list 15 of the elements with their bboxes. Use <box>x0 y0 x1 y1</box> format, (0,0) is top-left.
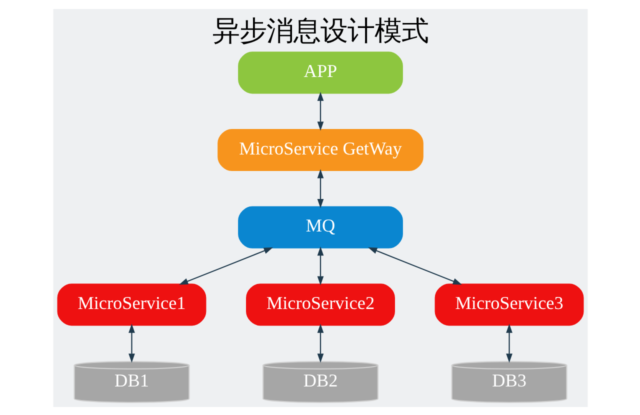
node-box: MicroService2 <box>246 283 394 326</box>
arrow <box>368 246 462 284</box>
arrow <box>128 323 134 362</box>
arrow <box>316 91 324 130</box>
arrow <box>178 246 272 284</box>
node-box: MQ <box>238 206 402 248</box>
node-box: MicroService1 <box>56 283 206 326</box>
arrow <box>506 323 512 362</box>
arrow <box>316 246 324 285</box>
arrow <box>316 168 324 208</box>
diagram-title: 异步消息设计模式 <box>212 15 428 46</box>
node-box: MicroService3 <box>434 283 584 326</box>
node-box: APP <box>238 51 402 94</box>
arrow <box>316 323 324 362</box>
node-box: MicroService GetWay <box>217 128 423 171</box>
